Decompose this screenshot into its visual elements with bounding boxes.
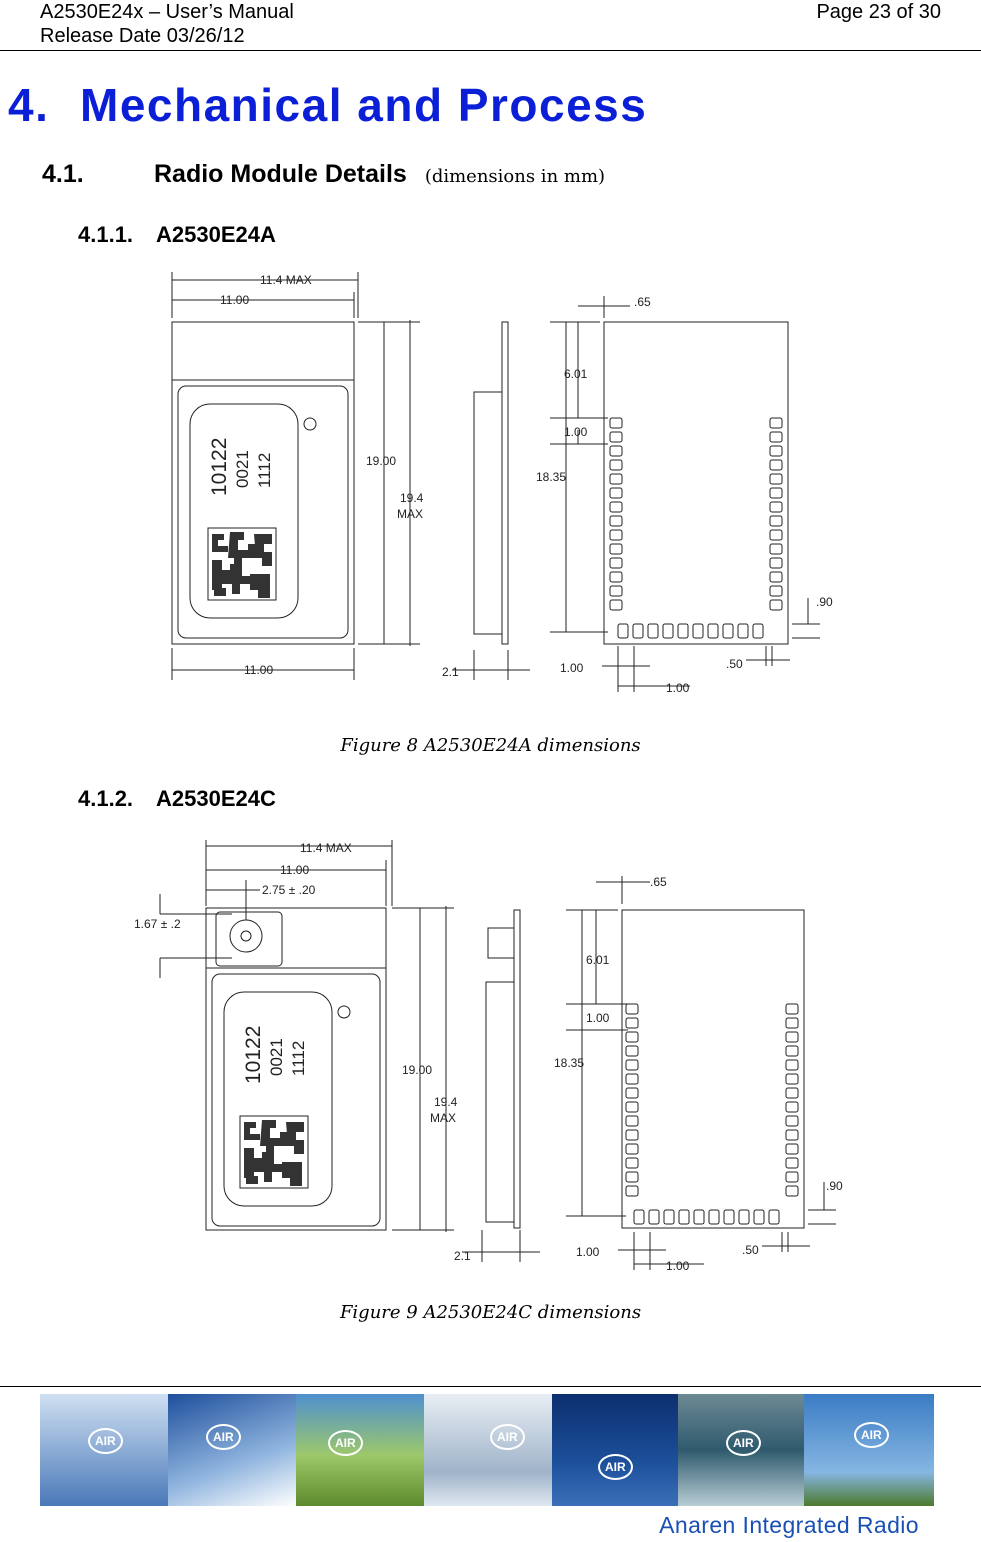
dim-bottom-pitch: 1.00 [560, 661, 584, 675]
subsection-heading: 4.1.Radio Module Details(dimensions in m… [42, 160, 606, 188]
dim-bottom-pitch: 1.00 [576, 1245, 600, 1259]
air-badge-icon: AIR [598, 1454, 633, 1480]
figure-heading-c: 4.1.2.A2530E24C [78, 786, 276, 811]
figure-heading-a: 4.1.1.A2530E24A [78, 222, 276, 247]
dim-pad-pitch: 1.00 [586, 1011, 610, 1025]
manual-title: A2530E24x – User’s Manual [40, 1, 294, 23]
dim-edge-gap: .90 [816, 595, 833, 609]
dim-max-word: MAX [430, 1111, 456, 1125]
figure-caption-a: Figure 8 A2530E24A dimensions [340, 735, 641, 756]
svg-text:1112: 1112 [255, 453, 274, 488]
page-number: Page 23 of 30 [816, 1, 941, 23]
dim-height-max: 19.4 [400, 491, 424, 505]
svg-text:0021: 0021 [267, 1038, 286, 1076]
dim-max-width: 11.4 MAX [260, 273, 312, 287]
banner-panel-windsurfer: AIR [552, 1394, 678, 1506]
dim-max-width: 11.4 MAX [300, 841, 352, 855]
dim-pad-span: 18.35 [554, 1056, 584, 1070]
release-date: Release Date 03/26/12 [40, 25, 245, 47]
dim-thickness: 2.1 [454, 1249, 471, 1263]
svg-text:1112: 1112 [289, 1041, 308, 1076]
air-badge-icon: AIR [206, 1424, 241, 1450]
label-code-a: 10122 0021 1112 [208, 438, 274, 496]
svg-text:0021: 0021 [233, 450, 252, 488]
air-badge-icon: AIR [854, 1422, 889, 1448]
dim-connector-y: 1.67 ± .2 [134, 917, 181, 931]
air-badge-icon: AIR [726, 1430, 761, 1456]
banner-panel-cyclist: AIR [296, 1394, 424, 1506]
banner-panel-jumper: AIR [40, 1394, 168, 1506]
air-badge-icon: AIR [328, 1430, 363, 1456]
header-rule [0, 50, 981, 51]
dim-edge-gap: .90 [826, 1179, 843, 1193]
svg-text:10122: 10122 [208, 438, 231, 496]
svg-text:10122: 10122 [242, 1026, 265, 1084]
dim-pad-span: 18.35 [536, 470, 566, 484]
dim-height: 19.00 [402, 1063, 432, 1077]
dim-width-top: 11.00 [220, 293, 249, 307]
air-badge-icon: AIR [490, 1424, 525, 1450]
dim-bottom-pitch2: 1.00 [666, 681, 690, 695]
air-badge-icon: AIR [88, 1428, 123, 1454]
dim-bottom-pad: .50 [726, 657, 743, 671]
label-code-c: 10122 0021 1112 [242, 1026, 308, 1084]
dim-bottom-pad: .50 [742, 1243, 759, 1257]
dim-width-bottom: 11.00 [244, 663, 273, 677]
banner-panel-skier: AIR [168, 1394, 296, 1506]
footer-tagline: Anaren Integrated Radio [659, 1512, 919, 1538]
banner-panel-skateboarder: AIR [804, 1394, 934, 1506]
dim-max-word: MAX [397, 507, 423, 521]
figure-a2530e24a-drawing: 10122 0021 1112 11.4 MAX 11.00 11.00 19.… [171, 272, 833, 695]
dim-first-pad: 6.01 [564, 367, 588, 381]
dim-pad-offset: .65 [650, 875, 667, 889]
dim-width-top: 11.00 [280, 863, 309, 877]
section-heading: 4.Mechanical and Process [8, 79, 648, 131]
dim-height: 19.00 [366, 454, 396, 468]
figure-a2530e24c-drawing: 10122 0021 1112 11.4 MAX 11.00 2.75 ± .2… [134, 840, 843, 1273]
footer-banner: AIR AIR AIR AIR AIR AIR AIR [40, 1394, 934, 1506]
footer-rule [0, 1386, 981, 1387]
figure-caption-c: Figure 9 A2530E24C dimensions [339, 1302, 642, 1323]
banner-panel-snowboarder: AIR [424, 1394, 552, 1506]
dim-bottom-pitch2: 1.00 [666, 1259, 690, 1273]
dimension-note: (dimensions in mm) [424, 166, 606, 187]
banner-panel-kayaker: AIR [678, 1394, 804, 1506]
dim-first-pad: 6.01 [586, 953, 610, 967]
dim-pad-offset: .65 [634, 295, 651, 309]
dim-height-max: 19.4 [434, 1095, 458, 1109]
dim-pad-pitch: 1.00 [564, 425, 588, 439]
dim-connector-x: 2.75 ± .20 [262, 883, 316, 897]
running-header-left: A2530E24x – User’s Manual Release Date 0… [40, 0, 294, 48]
dim-thickness: 2.1 [442, 665, 459, 679]
